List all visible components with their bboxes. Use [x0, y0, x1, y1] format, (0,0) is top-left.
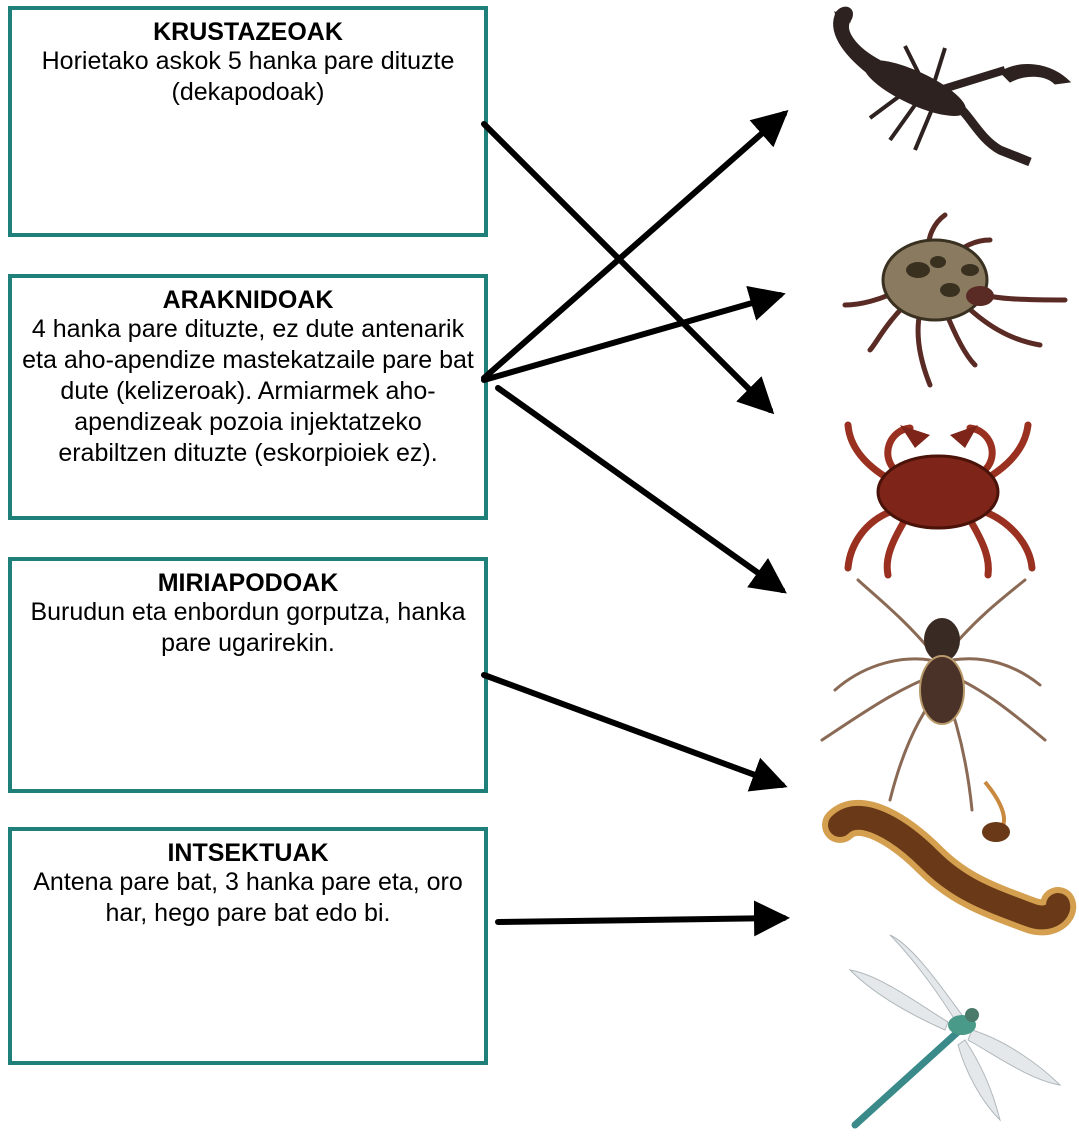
scorpion-icon [835, 11, 1070, 162]
spider-icon [822, 580, 1045, 810]
arrow-miriapodoak-to-centipede [484, 675, 782, 785]
centipede-icon [840, 782, 1058, 917]
arrow-intsektuak-to-dragonfly [498, 918, 784, 922]
arrow-araknidoak-to-spider [498, 388, 782, 590]
dragonfly-icon [850, 935, 1060, 1125]
tick-icon [845, 215, 1065, 385]
crab-icon [848, 425, 1032, 575]
